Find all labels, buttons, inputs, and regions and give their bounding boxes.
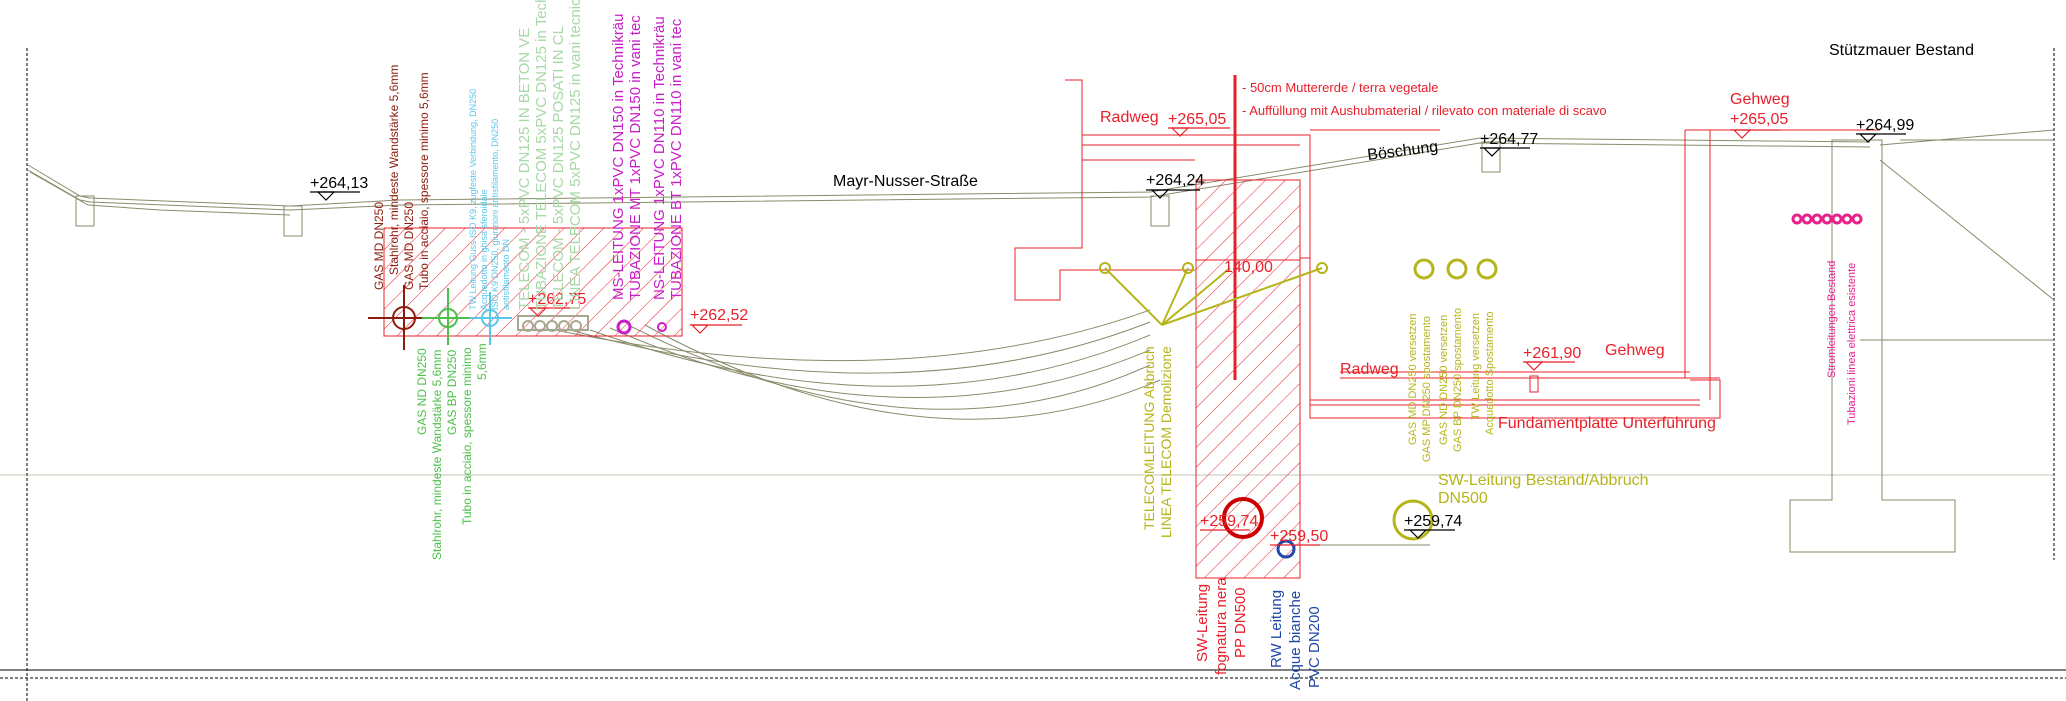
sw-bestand-pipe: [1392, 499, 1434, 541]
elev-26275: +262,75: [528, 291, 586, 308]
label-tw-2: Acquedotto in ghisa sferoidale: [479, 189, 489, 310]
label-gas-nd-1: GAS ND DN250: [415, 348, 429, 435]
pipe-telecom-bundle: [517, 315, 589, 332]
sw-pipe: [1222, 497, 1264, 539]
rw-pipe: [1276, 539, 1296, 559]
gas-relocate-pipes: [1413, 258, 1498, 280]
elev-26505a: +265,05: [1168, 111, 1226, 128]
label-gas-move-4: GAS BP DN250 spostamento: [1452, 308, 1464, 452]
label-gas-nd-3: GAS BP DN250: [445, 350, 459, 435]
elev-25974-red: +259,74: [1200, 513, 1258, 530]
strom-pipes: [1791, 213, 1863, 225]
label-gas-md-1: GAS MD DN250: [372, 202, 386, 290]
label-ms-2: TUBAZIONE MT 1xPVC DN150 in vani tec: [627, 15, 644, 300]
trench-backfill-center: [1195, 179, 1301, 579]
pipe-gas-nd: [422, 288, 472, 345]
elev-26413: +264,13: [310, 175, 368, 192]
label-boeschung: Böschung: [1366, 138, 1439, 164]
label-gehweg-top: Gehweg: [1730, 91, 1790, 108]
label-sw-2: fognatura nera: [1213, 577, 1230, 675]
pipe-tw: [470, 292, 512, 345]
label-telecom-abbruch-2: LINEA TELECOM Demolizione: [1158, 346, 1174, 538]
label-gas-md-3: GAS MD DN250: [402, 202, 416, 290]
underpass-structure: [1014, 79, 1880, 440]
label-gas-move-6: Acquedotto Spostamento: [1484, 311, 1496, 435]
label-tel-3: TELECOM - 5xPVC DN125 POSATI IN CL: [550, 26, 567, 310]
elevation-markers-red: [528, 127, 1780, 546]
elev-25950: +259,50: [1270, 528, 1328, 545]
dimension-label: 140,00: [1224, 259, 1273, 276]
label-gas-move-3: GAS ND DN250 versetzen: [1438, 315, 1450, 445]
label-tw-4: antisfilamento DN: [501, 239, 511, 310]
elev-26505b: +265,05: [1730, 111, 1788, 128]
label-tel-4: LINEA TELECOM 5xPVC DN125 in vani tecnic…: [567, 0, 584, 310]
label-rw-1: RW Leitung: [1268, 590, 1285, 668]
label-sw-bestand-2: DN500: [1438, 490, 1488, 507]
label-gas-move-5: TW Leitung versetzen: [1470, 313, 1482, 420]
dimension-line: [1195, 254, 1301, 266]
label-tel-2: TUBAZIONE TELECOM 5xPVC DN125 in Technik…: [533, 0, 550, 310]
label-strom-2: Tubazioni linea elettrica esistente: [1846, 263, 1858, 425]
label-gas-nd-4: Tubo in acciaio, spessore minimo: [460, 347, 474, 525]
label-tw-1: TW Leitung Guss ISO K9, zugfeste Verbind…: [468, 89, 478, 310]
elev-26190: +261,90: [1523, 345, 1581, 362]
label-sw-bestand-1: SW-Leitung Bestand/Abbruch: [1438, 472, 1649, 489]
label-gas-md-2: Stahlrohr, mindeste Wandstärke 5,6mm: [387, 65, 401, 275]
label-rw-3: PVC DN200: [1306, 606, 1323, 688]
elev-25974-black: +259,74: [1404, 513, 1462, 530]
label-fundament: Fundamentplatte Unterführung: [1498, 415, 1716, 432]
label-ns-2: TUBAZIONE BT 1xPVC DN110 in vani tec: [668, 18, 685, 300]
label-telecom-abbruch-1: TELECOMLEITUNG Abbruch: [1141, 346, 1157, 530]
label-strom-1: Stromleitungen Bestand: [1826, 261, 1838, 378]
label-gas-move-2: GAS MP DN250 spostamento: [1421, 316, 1433, 462]
note-fill: - Auffüllung mit Aushubmaterial / rileva…: [1242, 103, 1607, 118]
street-name: Mayr-Nusser-Straße: [833, 173, 978, 190]
label-sw-3: PP DN500: [1232, 587, 1249, 658]
label-tw-3: ISO K9 DN250, giunzioni antisfilamento, …: [490, 119, 500, 310]
label-radweg-top: Radweg: [1100, 109, 1159, 126]
label-stuetzmauer: Stützmauer Bestand: [1829, 42, 1974, 59]
frame: [0, 48, 2066, 701]
pipe-ms: [616, 319, 632, 335]
label-ms-1: MS-LEITUNG 1xPVC DN150 in Technikräu: [610, 14, 627, 301]
telecom-abbruch: [1099, 262, 1328, 326]
label-gas-nd-2: Stahlrohr, mindeste Wandstärke 5,6mm: [430, 350, 444, 560]
label-gas-md-4: Tubo in acciaio, spessore minimo 5,6mm: [417, 72, 431, 290]
elevation-markers: [310, 133, 1906, 539]
label-ns-1: NS-LEITUNG 1xPVC DN110 in Technikräu: [651, 16, 668, 300]
label-tel-1: TELECOM - 5xPVC DN125 IN BETON VE: [516, 28, 533, 310]
terrain: [0, 129, 2055, 553]
elev-26499: +264,99: [1856, 117, 1914, 134]
elev-26424: +264,24: [1146, 172, 1204, 189]
label-gas-nd-5: 5,6mm: [475, 343, 489, 380]
elev-26252: +262,52: [690, 307, 748, 324]
label-gas-move-1: GAS MD DN250 versetzen: [1407, 314, 1419, 445]
elev-26477: +264,77: [1480, 131, 1538, 148]
label-radweg-low: Radweg: [1340, 361, 1399, 378]
label-rw-2: Acque bianche: [1287, 591, 1304, 690]
label-sw-1: SW-Leitung: [1194, 584, 1211, 662]
note-topsoil: - 50cm Muttererde / terra vegetale: [1242, 80, 1439, 95]
label-gehweg-low: Gehweg: [1605, 342, 1665, 359]
pipe-ns: [657, 322, 667, 332]
